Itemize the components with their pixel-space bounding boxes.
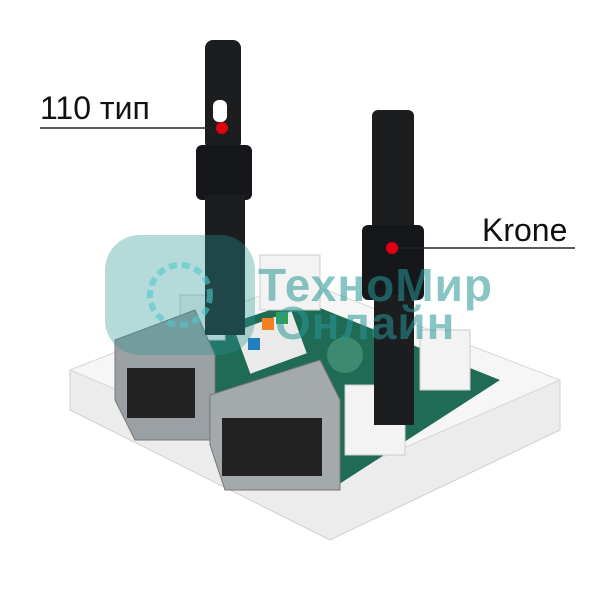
pcb-hole bbox=[327, 337, 363, 373]
marker-110 bbox=[216, 122, 228, 134]
rj45-port-right bbox=[222, 418, 322, 476]
color-mark bbox=[276, 312, 288, 324]
watermark-logo bbox=[105, 235, 255, 355]
gear-icon bbox=[147, 262, 213, 328]
idc-block bbox=[259, 254, 321, 311]
watermark-text-line2: Онлайн bbox=[275, 297, 456, 349]
rj45-port-left bbox=[127, 368, 195, 418]
idc-block bbox=[419, 329, 471, 391]
watermark-text-line1: ТехноМир bbox=[258, 259, 493, 311]
tool-krone-punch bbox=[362, 110, 424, 425]
marker-krone bbox=[386, 242, 398, 254]
label-110-type: 110 тип bbox=[40, 90, 150, 126]
color-mark bbox=[262, 318, 274, 330]
color-code-strip bbox=[234, 310, 307, 374]
tool-110-punch bbox=[196, 40, 252, 335]
label-krone: Krone bbox=[482, 212, 568, 248]
color-mark bbox=[248, 338, 260, 350]
